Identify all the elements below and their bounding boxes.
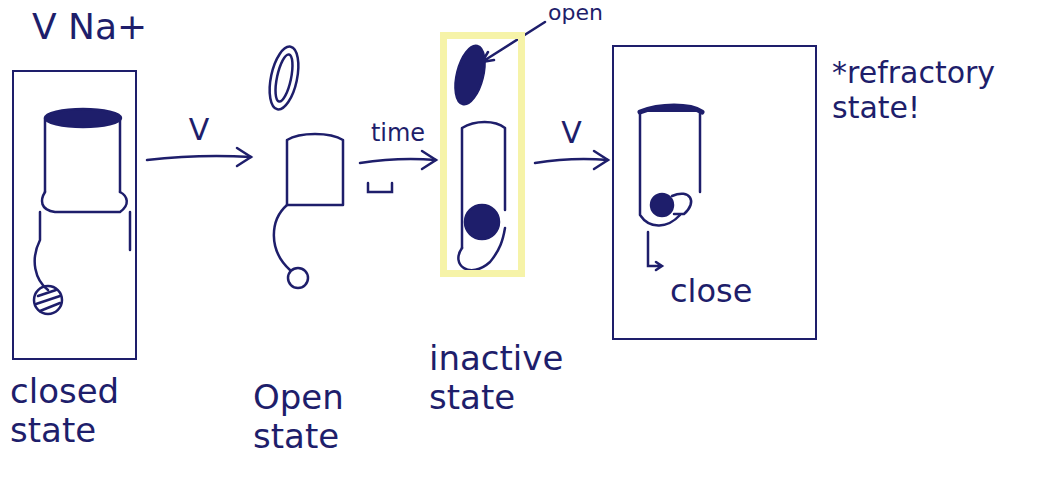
edge-label: V	[561, 116, 582, 151]
arrow-line	[535, 159, 608, 163]
transition-arrow	[535, 151, 608, 169]
arrow-head	[594, 151, 608, 169]
channel-heading: V Na+	[32, 6, 162, 47]
arrow-line	[360, 159, 436, 163]
state-box: V Na+closed state	[12, 70, 137, 360]
state-figure: Open state	[255, 40, 350, 330]
callout-text: open	[548, 0, 638, 25]
edge-label: V	[189, 113, 210, 148]
state-box: close	[612, 45, 817, 340]
note-text: *refractory state!	[832, 56, 1047, 125]
state-label: closed state	[10, 372, 140, 450]
state-label: inactive state	[429, 339, 594, 417]
transition-arrow	[360, 151, 436, 169]
state-label: close	[670, 273, 810, 310]
arrow-head	[422, 151, 436, 169]
edge-label: time	[371, 120, 425, 148]
highlight-box: inactive state	[440, 32, 525, 277]
transition-arrow	[147, 148, 251, 166]
state-label: Open state	[253, 378, 383, 456]
arrow-head	[237, 148, 251, 166]
arrow-line	[147, 156, 251, 160]
